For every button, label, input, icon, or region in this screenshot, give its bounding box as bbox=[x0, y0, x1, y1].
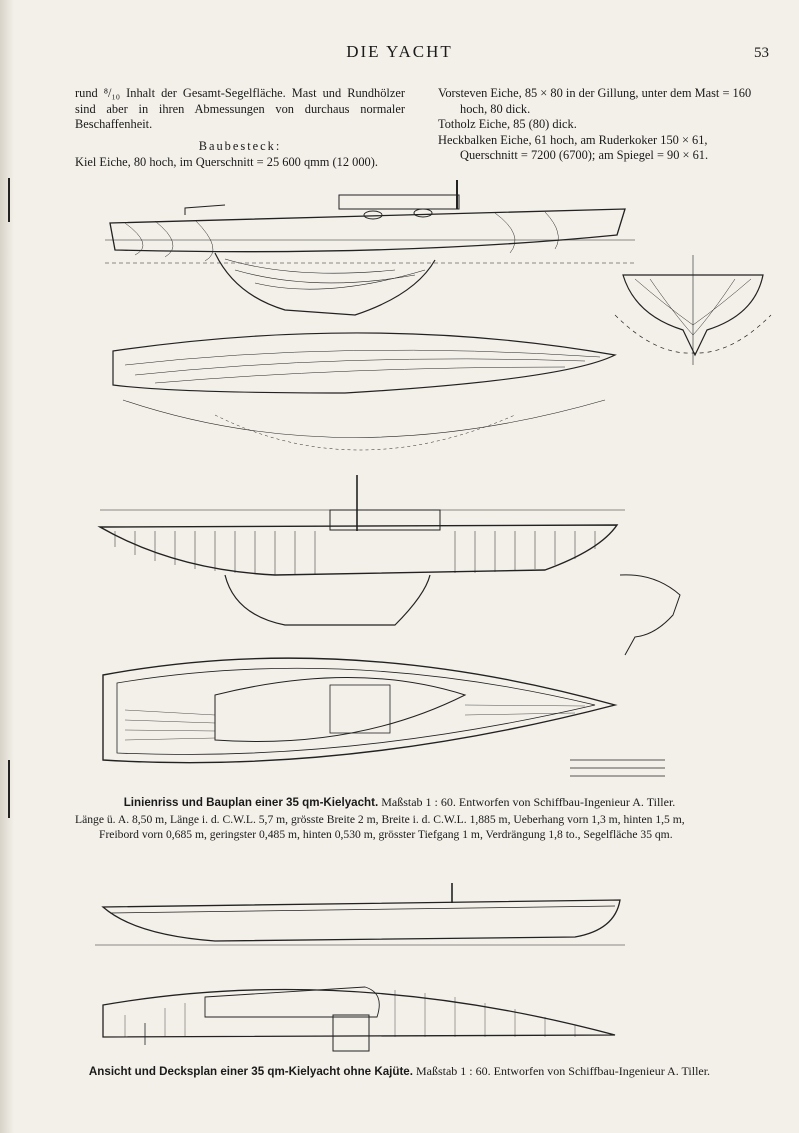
section-heading: Baubesteck: bbox=[198, 138, 282, 153]
spec-line: Länge ü. A. 8,50 m, Länge i. d. C.W.L. 5… bbox=[75, 813, 685, 826]
figure-caption: Linienriss und Bauplan einer 35 qm-Kiely… bbox=[0, 795, 799, 810]
hull-body-plan bbox=[614, 255, 772, 365]
hull-half-breadth-plan bbox=[112, 332, 617, 451]
figure-caption: Ansicht und Decksplan einer 35 qm-Kielya… bbox=[0, 1064, 799, 1079]
caption-title: Ansicht und Decksplan einer 35 qm-Kielya… bbox=[88, 1065, 413, 1078]
hull-side-view bbox=[95, 883, 625, 946]
construction-profile-view bbox=[97, 475, 681, 656]
spec-line: Freibord vorn 0,685 m, geringster 0,485 … bbox=[99, 828, 673, 841]
running-header: DIE YACHT bbox=[346, 42, 453, 61]
caption-text: Maßstab 1 : 60. Entworfen von Schiffbau-… bbox=[415, 1064, 711, 1078]
paragraph: rund ⁸/₁₀ Inhalt der Gesamt-Segelfläche.… bbox=[75, 86, 405, 131]
scale-legend bbox=[570, 759, 665, 777]
deck-layout-view bbox=[102, 986, 616, 1052]
lines-plan-drawing bbox=[97, 180, 772, 777]
figure-specifications: Länge ü. A. 8,50 m, Länge i. d. C.W.L. 5… bbox=[75, 812, 775, 842]
margin-mark bbox=[8, 178, 10, 222]
right-text-column: Vorsteven Eiche, 85 × 80 in der Gillung,… bbox=[438, 86, 768, 164]
left-text-column: rund ⁸/₁₀ Inhalt der Gesamt-Segelfläche.… bbox=[75, 86, 405, 171]
hull-profile-view bbox=[105, 180, 635, 316]
paragraph: Vorsteven Eiche, 85 × 80 in der Gillung,… bbox=[438, 86, 752, 116]
view-and-deck-plan-drawing bbox=[95, 883, 625, 1052]
page-number: 53 bbox=[754, 45, 769, 61]
caption-title: Linienriss und Bauplan einer 35 qm-Kiely… bbox=[123, 796, 379, 809]
caption-text: Maßstab 1 : 60. Entworfen von Schiffbau-… bbox=[381, 795, 676, 809]
page-binding-edge bbox=[0, 0, 14, 1133]
deck-plan-view bbox=[102, 657, 618, 764]
paragraph: Totholz Eiche, 85 (80) dick. bbox=[438, 117, 577, 131]
paragraph: Kiel Eiche, 80 hoch, im Querschnitt = 25… bbox=[75, 155, 378, 169]
paragraph: Heckbalken Eiche, 61 hoch, am Ruderkoker… bbox=[438, 132, 709, 163]
margin-mark bbox=[8, 760, 10, 818]
